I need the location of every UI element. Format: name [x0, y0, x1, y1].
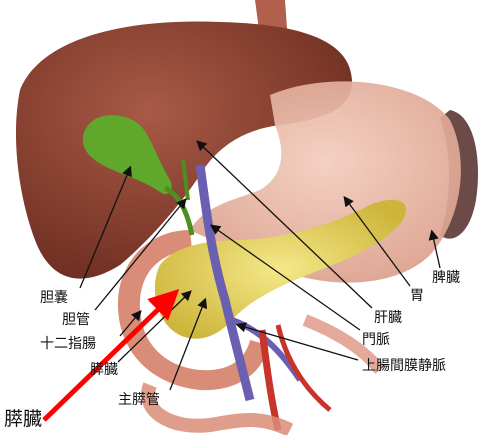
label-gallbladder: 胆嚢 — [40, 290, 68, 306]
label-spleen: 脾臓 — [432, 270, 460, 286]
label-sup-mesenteric-vein: 上腸間膜静脈 — [362, 358, 446, 374]
label-pancreas-small: 膵臓 — [90, 362, 118, 378]
label-duodenum: 十二指腸 — [40, 336, 96, 352]
label-stomach: 胃 — [410, 288, 424, 304]
label-liver: 肝臓 — [374, 310, 402, 326]
label-pancreas-callout: 膵臓 — [4, 408, 42, 430]
label-main-pancreatic-duct: 主膵管 — [118, 392, 160, 408]
label-bile-duct: 胆管 — [62, 312, 90, 328]
label-portal-vein: 門脈 — [362, 332, 390, 348]
